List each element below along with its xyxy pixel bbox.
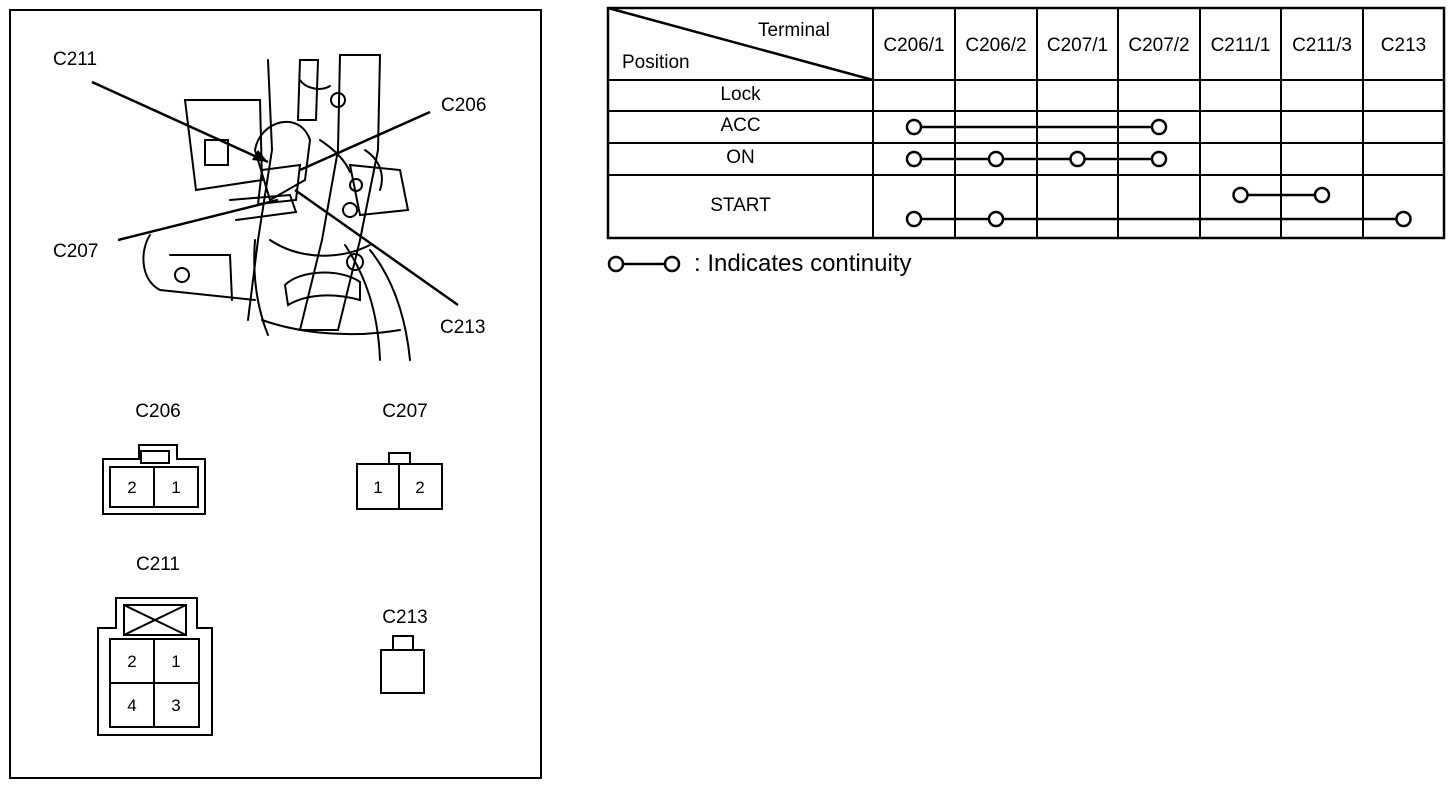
connector-location-panel <box>9 9 542 779</box>
continuity-circuit <box>905 150 1168 168</box>
terminal-node <box>1069 150 1086 168</box>
continuity-circuit <box>905 210 1412 228</box>
table-header-terminal: Terminal <box>758 20 830 41</box>
c211-pin-4: 4 <box>127 696 136 715</box>
legend-text: : Indicates continuity <box>694 250 912 277</box>
leader-c211 <box>91 80 269 164</box>
row-label-lock: Lock <box>720 83 761 105</box>
leader-c207 <box>117 198 279 242</box>
terminal-node <box>1313 186 1331 204</box>
leader-c213 <box>294 188 459 307</box>
steering-column-shaft <box>298 54 382 331</box>
callout-c213: C213 <box>440 317 486 338</box>
c206-pin-1: 1 <box>171 478 180 497</box>
connector-c213-face <box>380 635 425 694</box>
column-header: C211/3 <box>1292 35 1352 56</box>
column-header: C206/2 <box>965 35 1027 56</box>
callout-c207: C207 <box>53 241 99 262</box>
connector-c211-title: C211 <box>135 554 181 575</box>
connector-c207-title: C207 <box>382 401 428 422</box>
c211-pin-1: 1 <box>171 652 180 671</box>
table-border <box>606 6 1446 240</box>
callout-c206: C206 <box>441 95 487 116</box>
continuity-symbol-icon <box>607 255 681 273</box>
column-header: C207/1 <box>1046 35 1109 56</box>
column-header: C206/1 <box>883 35 945 56</box>
connector-c206-face <box>102 444 206 515</box>
table-header-position: Position <box>622 52 690 73</box>
c207-pin-2: 2 <box>415 478 424 497</box>
terminal-node <box>987 150 1005 168</box>
column-header: C211/1 <box>1210 35 1271 56</box>
column-header: C213 <box>1380 35 1427 56</box>
callout-c211: C211 <box>53 49 98 70</box>
continuity-circuit <box>1232 186 1331 204</box>
terminal-node <box>905 150 923 168</box>
terminal-node <box>1150 150 1168 168</box>
connector-c213-title: C213 <box>382 607 428 628</box>
row-label-acc: ACC <box>720 115 761 136</box>
c206-pin-2: 2 <box>127 478 136 497</box>
terminal-node <box>1150 118 1168 136</box>
connector-c206-title: C206 <box>135 401 181 422</box>
row-label-start: START <box>710 194 771 216</box>
terminal-node <box>987 210 1005 228</box>
header-diagonal <box>607 6 874 82</box>
terminal-node <box>905 118 923 136</box>
leader-c206 <box>299 110 431 172</box>
legend: : Indicates continuity <box>606 250 911 278</box>
terminal-node <box>1232 186 1249 204</box>
terminal-node <box>905 210 923 228</box>
c207-pin-1: 1 <box>373 478 382 497</box>
continuity-circuit <box>905 118 1168 136</box>
c211-pin-2: 2 <box>127 652 136 671</box>
row-label-on: ON <box>726 147 755 168</box>
connector-c207-face <box>356 452 443 510</box>
connector-c211-face <box>97 597 213 736</box>
column-header: C207/2 <box>1128 35 1190 56</box>
terminal-node <box>1395 210 1412 228</box>
c211-pin-3: 3 <box>171 696 180 715</box>
